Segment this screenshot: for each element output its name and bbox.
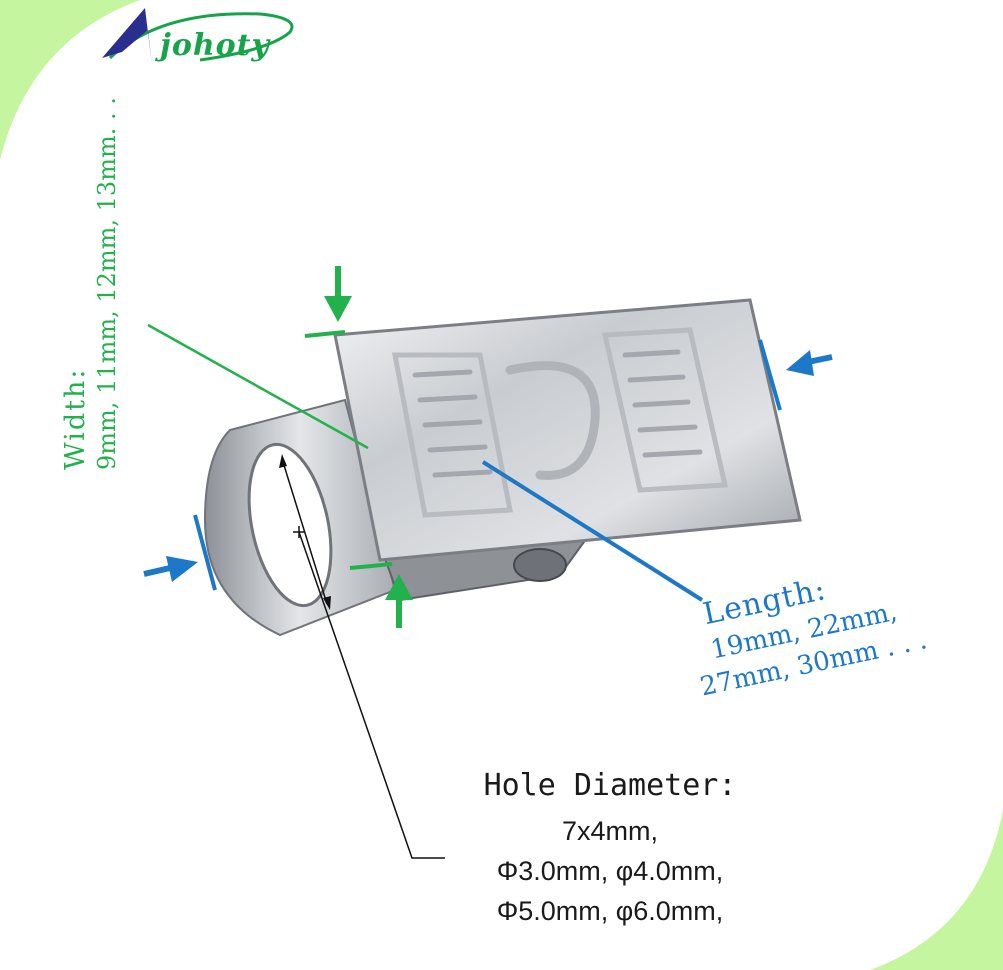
corner-shape-bottom-right — [870, 810, 1003, 970]
clip-loop — [203, 398, 397, 637]
logo-swoosh-icon — [108, 12, 294, 62]
brand-logo — [102, 8, 294, 66]
hole-diameter-line: Φ3.0mm, φ4.0mm, — [496, 856, 724, 886]
hole-diameter-annotation: Hole Diameter: 7x4mm, Φ3.0mm, φ4.0mm, Φ5… — [440, 768, 780, 931]
logo-text: johoty — [160, 28, 270, 63]
length-leader-line — [481, 460, 704, 602]
hole-diameter-title: Hole Diameter: — [483, 768, 737, 803]
hole-leader-line — [298, 531, 445, 859]
length-arrow-left-icon — [166, 556, 198, 582]
width-markers — [147, 266, 413, 628]
width-arrow-bottom-icon — [385, 574, 413, 600]
hole-diameter-line: 7x4mm, — [561, 816, 659, 846]
width-annotation: Width: 9mm, 11mm, 12mm, 13mm. . . — [60, 97, 121, 470]
width-values: 9mm, 11mm, 12mm, 13mm. . . — [93, 97, 121, 470]
length-arrow-right-icon — [786, 350, 814, 376]
hole-diameter-markers — [279, 454, 445, 859]
hole-diameter-line: Φ5.0mm, φ6.0mm, — [496, 896, 724, 926]
clip-top-plate — [333, 298, 802, 562]
clip-rivet — [513, 548, 567, 582]
logo-triangle-icon — [102, 8, 152, 66]
corner-shape-top-left — [0, 0, 140, 160]
width-arrow-top-icon — [324, 296, 352, 322]
width-title: Width: — [60, 367, 91, 470]
length-markers — [143, 339, 833, 602]
width-leader-line — [147, 323, 369, 450]
